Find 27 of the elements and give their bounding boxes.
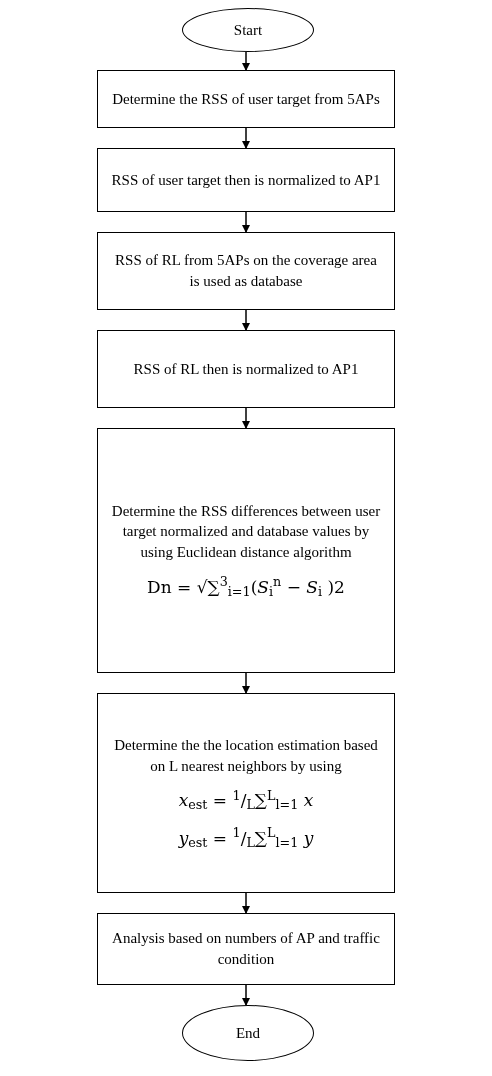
process-box xyxy=(97,330,395,408)
arrow xyxy=(242,984,250,1006)
arrow xyxy=(242,211,250,233)
arrow xyxy=(242,672,250,694)
box-text: RSS of RL from 5APs on the coverage area is used as database xyxy=(114,251,378,291)
process-box xyxy=(97,428,395,673)
arrow xyxy=(242,127,250,149)
formula: x$_{est}$ = $^{1}$/$_{L}$∑$^{L}$$_{l=1}$ x xyxy=(178,788,314,814)
box-text: RSS of RL then is normalized to AP1 xyxy=(133,359,359,379)
arrow xyxy=(242,892,250,914)
box-text: RSS of user target then is normalized to AP1 xyxy=(111,170,381,190)
formula: Dn = √∑$^{3}$$_{i=1}$(S$_{i}$$^{n}$ − S$_{i}$ )2 xyxy=(147,574,345,601)
box-text: Determine the RSS of user target from 5APs xyxy=(112,89,380,109)
arrow xyxy=(242,51,250,71)
box-text: End xyxy=(235,1023,261,1043)
process-box xyxy=(97,70,395,128)
process-box xyxy=(97,913,395,985)
process-box xyxy=(97,148,395,212)
box-text: Start xyxy=(233,20,263,40)
process-box xyxy=(97,693,395,893)
box-text: Analysis based on numbers of AP and traffic condition xyxy=(111,929,381,969)
arrow xyxy=(242,309,250,331)
box-text: Determine the the location estimation based on L nearest neighbors by using xyxy=(113,735,379,776)
process-box xyxy=(97,232,395,310)
arrow xyxy=(242,407,250,429)
formula: y$_{est}$ = $^{1}$/$_{L}$∑$^{L}$$_{l=1}$ y xyxy=(178,825,314,852)
box-text: Determine the RSS differences between user target normalized and database values by using Euclidean distance algorithm xyxy=(110,501,382,563)
